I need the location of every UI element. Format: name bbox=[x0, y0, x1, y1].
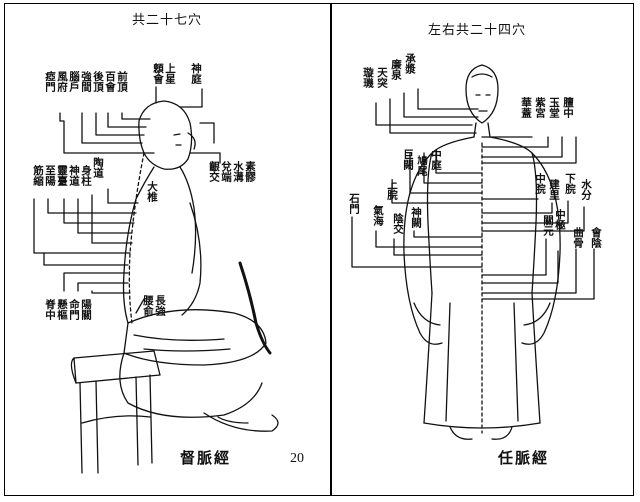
acupoint-label: 長強 bbox=[154, 295, 166, 316]
acupoint-label: 中脘 bbox=[534, 173, 546, 194]
conception-vessel-panel: 左右共二十四穴 bbox=[332, 3, 634, 496]
left-panel-footer: 督脈經 bbox=[180, 449, 232, 467]
left-panel-title: 共二十七穴 bbox=[132, 13, 203, 28]
acupoint-label: 腦戶 bbox=[68, 71, 80, 92]
acupoint-label: 中極 bbox=[554, 209, 566, 230]
acupoint-label: 前頂 bbox=[116, 71, 128, 92]
acupoint-label: 上星 bbox=[164, 63, 176, 84]
page-divider bbox=[330, 3, 332, 496]
acupoint-label: 膻中 bbox=[562, 97, 574, 118]
acupoint-label: 後頂 bbox=[92, 71, 104, 92]
acupoint-label: 陽關 bbox=[80, 299, 92, 320]
acupoint-label: 素髎 bbox=[244, 161, 256, 182]
acupoint-label: 中庭 bbox=[430, 149, 442, 170]
acupoint-label: 玉堂 bbox=[548, 97, 560, 118]
page-frame bbox=[4, 3, 634, 496]
seated-figure-illustration bbox=[33, 86, 279, 474]
acupoint-label: 璇璣 bbox=[362, 67, 374, 88]
acupoint-label: 陰交 bbox=[392, 213, 404, 234]
acupoint-label: 神闕 bbox=[410, 207, 422, 228]
acupoint-label: 鳩尾 bbox=[416, 155, 428, 176]
acupoint-label: 石門 bbox=[348, 193, 360, 214]
acupoint-label: 靈臺 bbox=[56, 165, 68, 186]
acupoint-label: 紫宮 bbox=[534, 97, 546, 118]
page-number: 20 bbox=[290, 451, 304, 466]
acupoint-label: 脊中 bbox=[44, 299, 56, 320]
acupoint-label: 巨闕 bbox=[402, 149, 414, 170]
acupoint-label: 神道 bbox=[68, 165, 80, 186]
acupoint-label: 命門 bbox=[68, 299, 80, 320]
acupoint-label: 百會 bbox=[104, 71, 116, 92]
acupoint-label: 筋縮 bbox=[32, 165, 44, 186]
acupoint-label: 兌端 bbox=[220, 161, 232, 182]
acupoint-label: 建里 bbox=[548, 179, 560, 200]
acupoint-label: 風府 bbox=[56, 71, 68, 92]
acupoint-label: 神庭 bbox=[190, 63, 202, 84]
acupoint-label: 腰俞 bbox=[142, 295, 154, 316]
acupoint-label: 大椎 bbox=[146, 181, 158, 202]
standing-figure-illustration bbox=[351, 64, 595, 440]
acupoint-label: 瘂門 bbox=[44, 71, 56, 92]
acupoint-label: 齦交 bbox=[208, 161, 220, 182]
acupoint-label: 懸樞 bbox=[56, 299, 68, 320]
acupoint-label: 會陰 bbox=[590, 227, 602, 248]
acupoint-label: 曲骨 bbox=[572, 227, 584, 248]
acupoint-label: 下脘 bbox=[564, 173, 576, 194]
right-panel-title: 左右共二十四穴 bbox=[428, 23, 527, 38]
acupoint-label: 強間 bbox=[80, 71, 92, 92]
acupoint-label: 陶道 bbox=[92, 157, 104, 178]
acupoint-label: 關元 bbox=[542, 215, 554, 236]
governor-vessel-panel: 共二十七穴 bbox=[4, 3, 330, 496]
acupoint-label: 承漿 bbox=[404, 53, 416, 74]
acupoint-label: 氣海 bbox=[372, 205, 384, 226]
acupoint-label: 顖會 bbox=[152, 63, 164, 84]
acupoint-label: 至陽 bbox=[44, 165, 56, 186]
acupoint-label: 水溝 bbox=[232, 161, 244, 182]
acupoint-label: 水分 bbox=[580, 179, 592, 200]
acupoint-label: 上脘 bbox=[386, 179, 398, 200]
acupoint-label: 華蓋 bbox=[520, 97, 532, 118]
acupoint-label: 身柱 bbox=[80, 165, 92, 186]
acupoint-label: 廉泉 bbox=[390, 59, 402, 80]
acupoint-label: 天突 bbox=[376, 67, 388, 88]
right-panel-footer: 任脈經 bbox=[498, 449, 550, 467]
